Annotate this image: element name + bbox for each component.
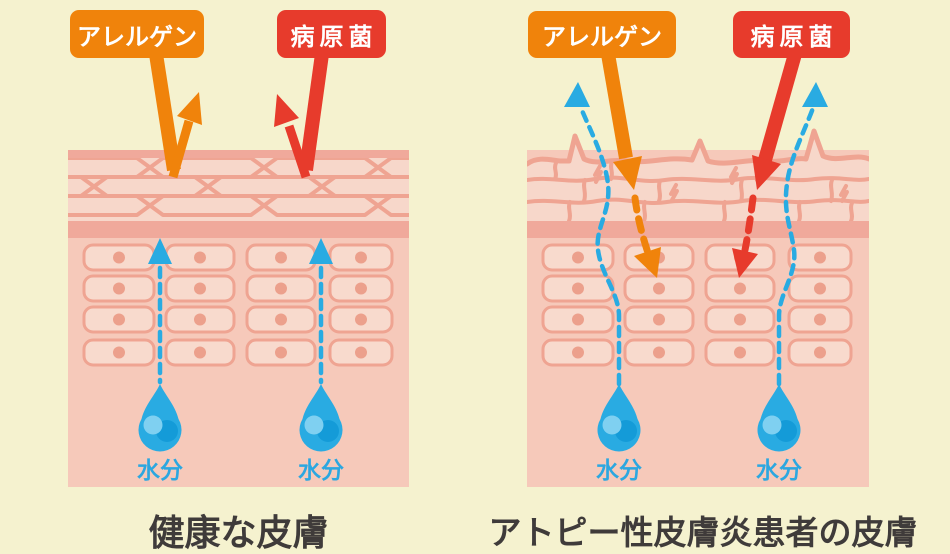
pathogen-label-text: 病原菌	[290, 23, 378, 51]
moisture-label: 水分	[756, 457, 802, 483]
allergen-label-text: アレルゲン	[77, 23, 197, 51]
pathogen-label-text: 病原菌	[750, 24, 838, 51]
pathogen-bounce-arrow-icon	[274, 53, 329, 179]
pathogen-label: 病原菌	[733, 11, 850, 58]
cell-crack-lines	[553, 160, 854, 223]
moisture-escape-arrow-icon	[564, 82, 828, 387]
moisture-label: 水分	[137, 457, 183, 483]
allergen-label-text: アレルゲン	[542, 24, 662, 51]
atopic-skin-caption: アトピー性皮膚炎患者の皮膚	[488, 514, 918, 551]
moisture-label: 水分	[298, 457, 344, 483]
pathogen-penetration-arrow-icon	[732, 52, 802, 278]
skin-surface-bar	[68, 150, 409, 158]
moisture-retained-arrow-icon	[148, 238, 333, 385]
healthy-panel-graphic	[68, 52, 409, 487]
pathogen-label: 病原菌	[277, 10, 386, 58]
basal-band	[68, 221, 409, 238]
basal-band	[527, 221, 869, 238]
atopic-panel-graphic	[527, 52, 869, 487]
moisture-label: 水分	[596, 457, 642, 483]
allergen-bounce-arrow-icon	[149, 52, 202, 179]
stratum-corneum	[68, 150, 409, 221]
allergen-label: アレルゲン	[528, 11, 676, 58]
healthy-skin-caption: 健康な皮膚	[148, 512, 329, 553]
damaged-stratum-corneum	[527, 128, 869, 223]
allergen-penetration-arrow-icon	[601, 52, 661, 278]
allergen-label: アレルゲン	[70, 10, 204, 58]
